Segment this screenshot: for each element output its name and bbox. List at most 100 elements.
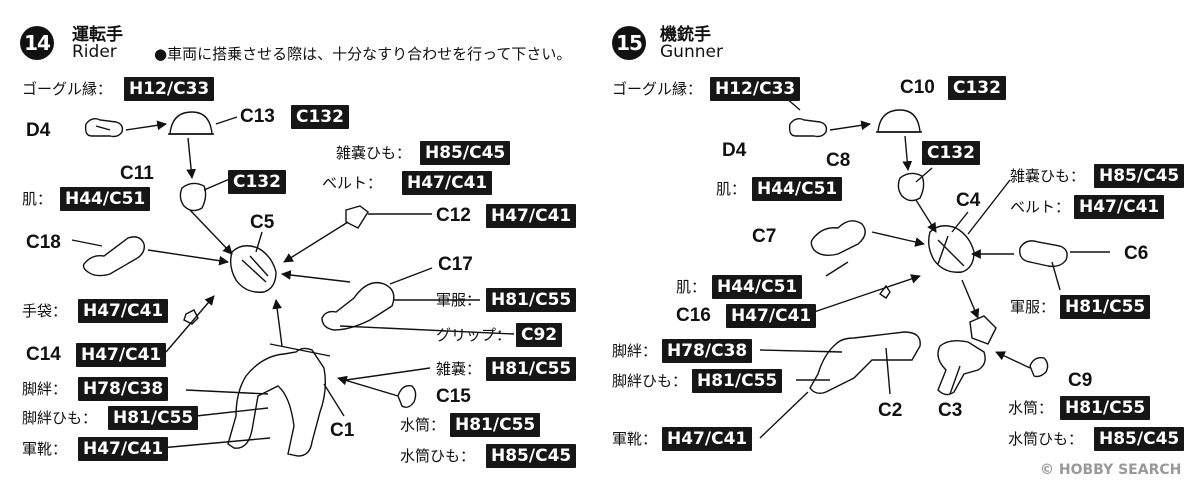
- gunner-part-shape: [969, 315, 997, 345]
- gunner-part-c7: C7: [752, 226, 777, 247]
- rider-label-gaiter-string: 脚絆ひも：: [22, 409, 98, 427]
- gunner-leg-right-shape: [937, 339, 986, 396]
- rider-label-gaiter: 脚絆：: [22, 380, 68, 398]
- gunner-label-gaiter: 脚絆：: [612, 342, 658, 360]
- rider-code-bag: H81/C55: [486, 357, 577, 381]
- rider-label-bag-string: 雑嚢ひも：: [336, 144, 412, 162]
- rider-code-canteen: H81/C55: [450, 413, 541, 437]
- rider-code-skin: H44/C51: [60, 187, 151, 211]
- rider-code-canteen-string: H85/C45: [486, 444, 577, 468]
- rider-label-grip: グリップ：: [436, 326, 512, 344]
- rider-part-c12-shape: [345, 205, 369, 229]
- rider-code-gaiter-string: H81/C55: [108, 406, 199, 430]
- gunner-code-canteen: H81/C55: [1060, 396, 1151, 420]
- rider-code-c12: H47/C41: [486, 204, 577, 228]
- rider-part-c17: C17: [438, 254, 473, 275]
- rider-head-shape: [179, 182, 207, 212]
- rider-code-c14: H47/C41: [76, 343, 167, 367]
- gunner-head-shape: [897, 172, 925, 202]
- rider-number-badge: 14: [20, 26, 54, 60]
- gunner-title-en: Gunner: [660, 42, 723, 62]
- gunner-label-canteen-string: 水筒ひも：: [1008, 430, 1084, 448]
- gunner-part-c6: C6: [1124, 243, 1149, 264]
- gunner-code-boots: H47/C41: [662, 427, 753, 451]
- copyright-circle-icon: ©: [1040, 462, 1054, 478]
- rider-label-canteen-string: 水筒ひも：: [400, 447, 476, 465]
- rider-label-uniform: 軍服：: [436, 291, 482, 309]
- gunner-canteen-shape: [1029, 356, 1049, 378]
- gunner-code-uniform: H81/C55: [1060, 295, 1151, 319]
- gunner-label-gaiter-string: 脚絆ひも：: [612, 372, 688, 390]
- rider-title-jp: 運転手: [72, 25, 123, 45]
- gunner-arm-left-shape: [810, 220, 866, 257]
- gunner-part-c16: C16: [676, 305, 711, 326]
- gunner-code-c8: C132: [922, 141, 980, 165]
- rider-legs-shape: [227, 347, 327, 457]
- rider-part-c13: C13: [240, 106, 275, 127]
- rider-code-glove: H47/C41: [78, 299, 169, 323]
- rider-arm-left-shape: [82, 236, 145, 277]
- gunner-code-skin-top: H44/C51: [752, 177, 843, 201]
- gunner-code-bag-string: H85/C45: [1094, 164, 1185, 188]
- gunner-label-bag-string: 雑嚢ひも：: [1010, 167, 1086, 185]
- rider-goggles-shape: [84, 117, 124, 138]
- gunner-code-gaiter: H78/C38: [662, 339, 753, 363]
- gunner-label-uniform: 軍服：: [1010, 298, 1056, 316]
- rider-part-c1: C1: [330, 420, 355, 441]
- gunner-code-belt: H47/C41: [1074, 195, 1165, 219]
- gunner-label-boots: 軍靴：: [612, 430, 658, 448]
- gunner-part-c10: C10: [900, 77, 935, 98]
- gunner-code-gaiter-string: H81/C55: [692, 369, 783, 393]
- gunner-label-goggle: ゴーグル縁：: [612, 80, 703, 98]
- rider-label-skin: 肌：: [22, 190, 53, 208]
- rider-canteen-shape: [397, 385, 417, 409]
- rider-part-c14: C14: [26, 344, 61, 365]
- rider-title-en: Rider: [72, 42, 117, 62]
- rider-note: ●車両に搭乗させる際は、十分なすり合わせを行って下さい。: [154, 45, 572, 63]
- gunner-label-belt: ベルト：: [1010, 198, 1071, 216]
- gunner-part-c3: C3: [938, 400, 963, 421]
- rider-code-belt: H47/C41: [402, 171, 493, 195]
- rider-arm-right-shape: [321, 281, 395, 331]
- gunner-number-badge: 15: [612, 26, 646, 60]
- gunner-part-d4: D4: [722, 140, 747, 161]
- gunner-label-canteen: 水筒：: [1008, 399, 1054, 417]
- rider-torso-shape: [229, 245, 277, 293]
- watermark: © HOBBY SEARCH: [1040, 462, 1181, 478]
- gunner-torso-shape: [927, 225, 975, 273]
- rider-code-c11: C132: [228, 170, 286, 194]
- rider-helmet-shape: [169, 111, 213, 135]
- gunner-part-c2: C2: [878, 400, 903, 421]
- rider-label-glove: 手袋：: [22, 302, 68, 320]
- rider-code-c13: C132: [291, 105, 349, 129]
- gunner-code-goggle: H12/C33: [710, 77, 801, 101]
- rider-part-c18: C18: [26, 232, 61, 253]
- rider-code-grip: C92: [516, 323, 563, 347]
- rider-code-uniform: H81/C55: [486, 288, 577, 312]
- gunner-code-c16: H47/C41: [726, 304, 817, 328]
- gunner-arm-right-shape: [1019, 240, 1068, 268]
- gunner-helmet-shape: [877, 109, 921, 133]
- gunner-part-c8: C8: [826, 150, 851, 171]
- rider-code-gaiter: H78/C38: [78, 377, 169, 401]
- gunner-title-jp: 機銃手: [660, 25, 711, 45]
- rider-label-canteen: 水筒：: [400, 416, 446, 434]
- watermark-text: HOBBY SEARCH: [1058, 462, 1182, 478]
- rider-label-bag: 雑嚢：: [436, 360, 482, 378]
- gunner-part-c4: C4: [956, 190, 981, 211]
- gunner-code-canteen-string: H85/C45: [1094, 427, 1185, 451]
- rider-part-c5: C5: [250, 212, 275, 233]
- rider-code-goggle: H12/C33: [124, 77, 215, 101]
- rider-code-bag-string: H85/C45: [420, 141, 511, 165]
- rider-part-c15: C15: [436, 386, 471, 407]
- rider-label-goggle: ゴーグル縁：: [22, 80, 113, 98]
- rider-part-c12: C12: [436, 205, 471, 226]
- rider-part-c11: C11: [120, 163, 154, 184]
- gunner-label-skin-top: 肌：: [716, 180, 747, 198]
- rider-code-boots: H47/C41: [78, 437, 169, 461]
- gunner-part-c9: C9: [1068, 370, 1093, 391]
- rider-label-boots: 軍靴：: [22, 440, 68, 458]
- gunner-code-c10: C132: [948, 76, 1006, 100]
- rider-label-belt: ベルト：: [322, 174, 383, 192]
